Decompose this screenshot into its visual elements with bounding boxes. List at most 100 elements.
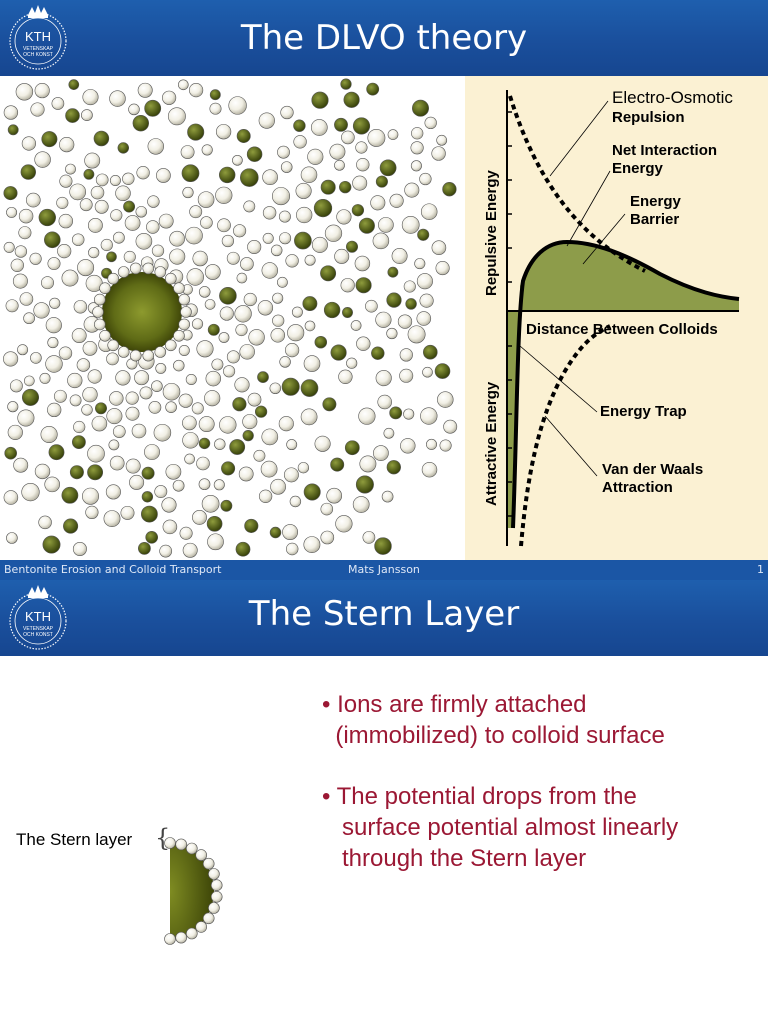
svg-text:KTH: KTH [25, 29, 51, 44]
anion [182, 432, 199, 449]
anion [310, 119, 328, 136]
stern-layer-label: The Stern layer [16, 830, 133, 849]
anion [270, 478, 286, 495]
anion [356, 336, 371, 351]
slide2-title: The Stern Layer [248, 594, 520, 634]
anion [431, 240, 447, 255]
anion [135, 232, 153, 250]
anion [14, 245, 28, 258]
anion [61, 269, 79, 287]
svg-text:KTH: KTH [25, 609, 51, 624]
anion [218, 332, 230, 343]
anion [320, 530, 335, 545]
anion [167, 107, 186, 126]
anion [15, 83, 34, 101]
anion [367, 128, 386, 147]
cation [355, 277, 372, 294]
anion [178, 345, 190, 356]
anion [185, 226, 203, 245]
anion [76, 358, 91, 372]
cation [209, 89, 221, 101]
anion [125, 458, 141, 474]
electro-osmotic-repulsion-curve [508, 95, 646, 273]
label-repulsion: Repulsion [612, 109, 685, 126]
cation [320, 179, 336, 195]
anion [346, 357, 358, 369]
cation [345, 240, 359, 253]
anion [18, 226, 32, 240]
anion [303, 536, 321, 554]
cation [254, 405, 268, 418]
anion [286, 439, 298, 451]
anion [91, 415, 108, 432]
anion [243, 200, 256, 213]
cation [21, 388, 40, 406]
anion [234, 305, 252, 323]
anion [358, 407, 376, 425]
anion [356, 158, 370, 172]
dlvo-energy-diagram: Electro-Osmotic Repulsion Net Interactio… [465, 76, 768, 560]
anion [286, 542, 299, 556]
anion [85, 505, 99, 519]
anion [192, 250, 208, 267]
stern-ion [175, 838, 188, 851]
anion [161, 497, 177, 513]
cation [294, 231, 312, 250]
anion [3, 351, 19, 367]
anion [287, 324, 305, 342]
cation [412, 99, 429, 117]
anion [262, 232, 274, 244]
cation [187, 123, 205, 141]
anion [226, 350, 240, 364]
cation [434, 363, 451, 379]
anion [407, 325, 426, 344]
stern-ion [129, 349, 142, 362]
cation [141, 505, 158, 523]
cation [132, 115, 149, 132]
anion [71, 233, 85, 246]
label-energy-barrier-1: Energy [630, 193, 682, 210]
cation [387, 266, 399, 278]
anion [435, 261, 450, 276]
stern-ion [208, 902, 220, 914]
anion [378, 217, 394, 233]
anion [410, 141, 424, 155]
anion [139, 386, 153, 400]
stern-ion [173, 329, 185, 342]
anion [352, 496, 370, 513]
cation [313, 198, 333, 218]
stern-ion [165, 272, 177, 285]
anion [41, 276, 54, 290]
cation [93, 130, 110, 147]
anion [53, 389, 67, 403]
anion [84, 152, 101, 169]
cation [221, 461, 236, 476]
anion [355, 141, 368, 154]
anion [279, 232, 292, 245]
cation [106, 251, 117, 263]
cation [302, 296, 318, 312]
anion [17, 344, 29, 356]
cation [379, 159, 397, 177]
cation [138, 542, 151, 555]
anion [278, 416, 294, 432]
anion [51, 97, 65, 110]
anion [49, 297, 61, 309]
anion [173, 359, 185, 372]
anion [352, 175, 368, 191]
anion [151, 244, 165, 257]
anion [108, 439, 120, 451]
stern-ion [94, 293, 106, 306]
anion [87, 217, 103, 233]
anion [240, 257, 254, 271]
anion [94, 199, 109, 214]
stern-ion [99, 282, 111, 294]
cation [405, 298, 417, 310]
anion [204, 390, 221, 407]
net-interaction-curve [511, 239, 740, 529]
anion [162, 90, 177, 105]
anion [258, 489, 273, 503]
anion [162, 519, 178, 535]
anion [5, 299, 19, 313]
anion [33, 302, 50, 319]
